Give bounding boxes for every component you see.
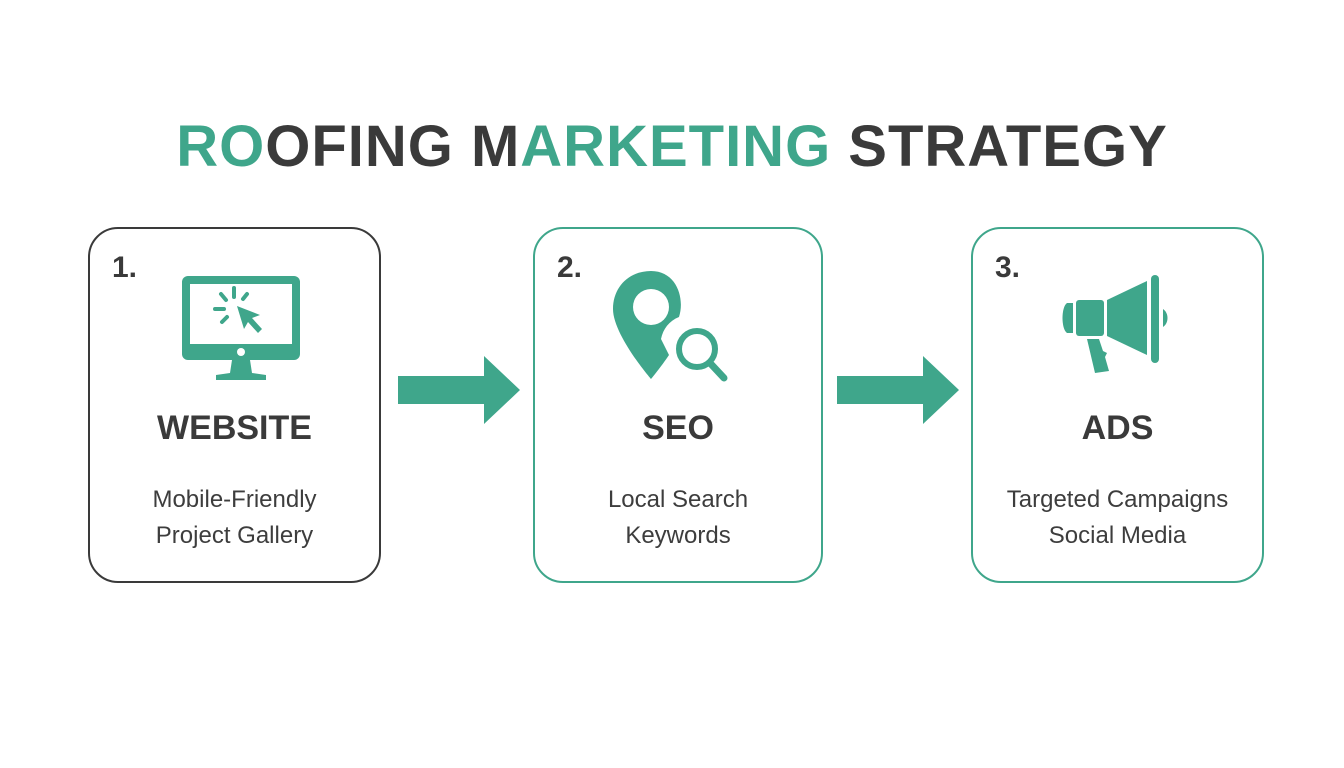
- monitor-cursor-click-icon: [181, 276, 300, 380]
- title-segment: ARKETING: [520, 114, 832, 179]
- page-title: ROOFING MARKETING STRATEGY: [0, 112, 1344, 182]
- megaphone-icon: [1062, 275, 1167, 373]
- step-description: Targeted Campaigns Social Media: [973, 482, 1262, 554]
- title-segment: RO: [176, 114, 266, 179]
- step-heading: WEBSITE: [157, 409, 312, 447]
- arrow-right-icon: [837, 356, 959, 424]
- step-description-line: Local Search: [607, 486, 749, 513]
- step-description-line: Mobile-Friendly: [152, 486, 317, 513]
- step-heading: ADS: [1081, 409, 1154, 447]
- step-card-seo: 2. SEO Local Search Keywords: [533, 227, 823, 583]
- step-heading: SEO: [642, 409, 714, 447]
- step-description: Local Search Keywords: [535, 482, 821, 554]
- arrow-right-icon: [398, 356, 520, 424]
- step-description-line: Targeted Campaigns: [1006, 486, 1229, 513]
- step-description-line: Keywords: [625, 522, 731, 549]
- location-pin-search-icon: [613, 271, 728, 382]
- step-number: 2.: [557, 251, 583, 284]
- title-segment: OFING M: [265, 114, 521, 179]
- step-card-website: 1. WEBSITE Mobile-Friendly Project Galle…: [88, 227, 381, 583]
- step-description: Mobile-Friendly Project Gallery: [90, 482, 379, 554]
- title-segment: STRATEGY: [831, 114, 1168, 179]
- step-number: 1.: [112, 251, 138, 284]
- step-card-ads: 3. ADS Targeted Campaigns Social Media: [971, 227, 1264, 583]
- step-number: 3.: [995, 251, 1021, 284]
- step-description-line: Social Media: [1048, 522, 1187, 549]
- step-description-line: Project Gallery: [155, 522, 314, 549]
